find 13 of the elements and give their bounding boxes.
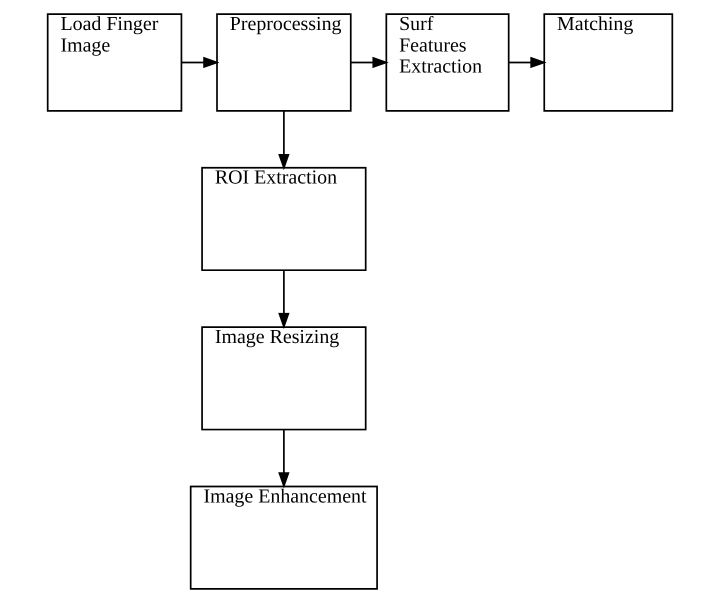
node-box: Preprocessing [216, 13, 352, 112]
node-box: Matching [543, 13, 674, 112]
node-box: Image Resizing [201, 326, 367, 430]
node-box: ROI Extraction [201, 166, 367, 272]
node-box: Load Finger Image [46, 13, 182, 112]
arrow [278, 111, 290, 170]
node-box: Surf Features Extraction [385, 13, 510, 112]
node-box: Image Enhancement [190, 486, 378, 590]
arrow [508, 56, 547, 68]
arrow [278, 270, 290, 330]
arrow [181, 56, 220, 68]
arrow [278, 430, 290, 489]
arrow [350, 56, 389, 68]
